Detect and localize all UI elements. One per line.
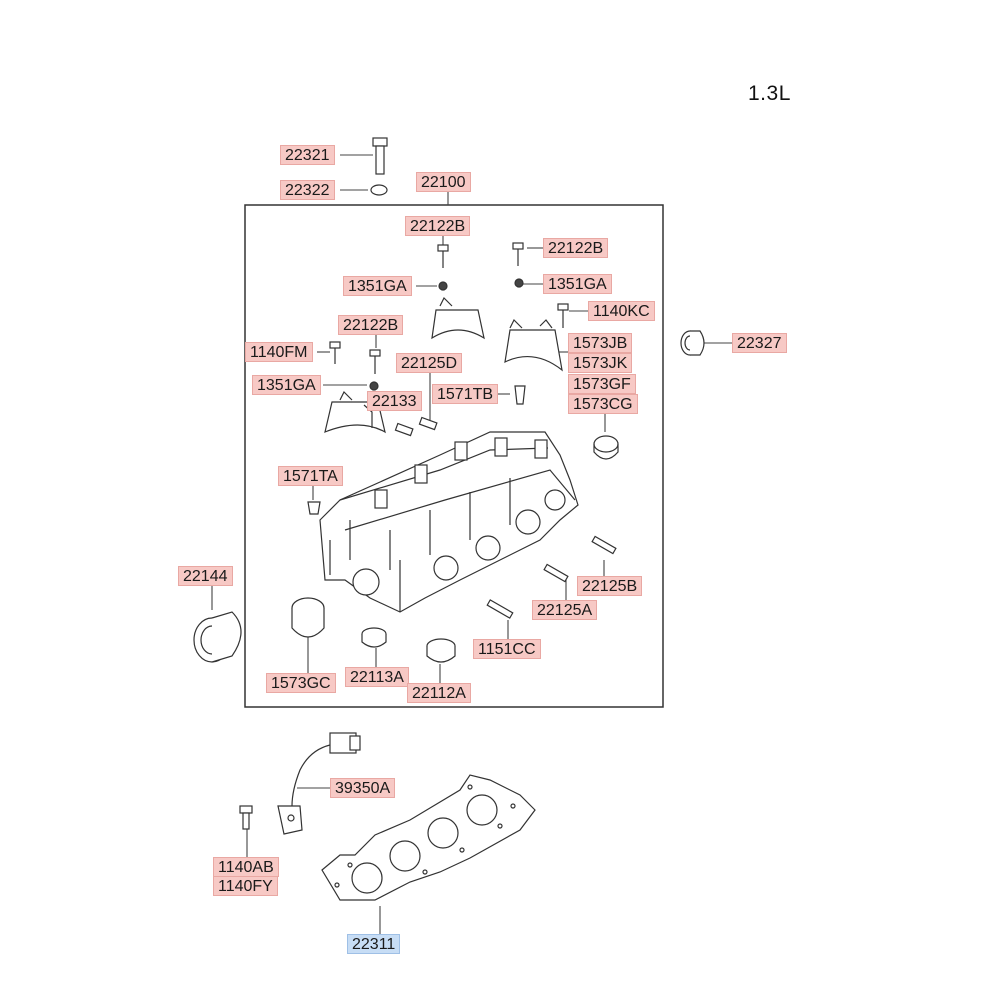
cam-cap-right-drawing — [504, 318, 563, 372]
part-tag-22125a[interactable]: 22125A — [532, 600, 598, 620]
seal-22112a-drawing — [426, 638, 456, 663]
dowel-pins-22125d-drawing — [394, 416, 438, 437]
part-tag-1351ga-lower[interactable]: 1351GA — [252, 375, 321, 395]
part-tag-22112a[interactable]: 22112A — [407, 683, 471, 703]
part-tag-1573cg[interactable]: 1573CG — [568, 394, 638, 414]
part-tag-1351ga-right[interactable]: 1351GA — [543, 274, 612, 294]
sensor-39350a-drawing — [277, 732, 361, 835]
part-tag-22322[interactable]: 22322 — [280, 180, 335, 200]
part-tag-1571tb[interactable]: 1571TB — [432, 384, 499, 404]
head-gasket-22311-drawing — [321, 774, 536, 901]
part-tag-22113a[interactable]: 22113A — [345, 667, 409, 687]
seal-1573gc-drawing — [291, 597, 325, 638]
cylinder-head-drawing — [319, 431, 579, 613]
part-tag-22144[interactable]: 22144 — [178, 566, 233, 586]
bolt-22122b-a-drawing — [437, 244, 449, 268]
part-tag-22327[interactable]: 22327 — [732, 333, 787, 353]
stud-22125b-drawing — [591, 535, 617, 555]
bolt-1140kc-drawing — [557, 303, 569, 328]
part-tag-22125d[interactable]: 22125D — [396, 353, 463, 373]
part-tag-1351ga-left[interactable]: 1351GA — [343, 276, 412, 296]
stud-22125a-drawing — [543, 563, 569, 583]
nut-1351ga-b-drawing — [514, 278, 524, 288]
part-tag-22100[interactable]: 22100 — [416, 172, 471, 192]
bolt-1140fm-drawing — [329, 341, 341, 364]
cam-cap-middle-drawing — [431, 296, 485, 340]
washer-22322-drawing — [370, 184, 388, 196]
part-tag-1573jb[interactable]: 1573JB — [568, 333, 633, 353]
seal-22144-drawing — [193, 611, 242, 663]
part-tag-22133[interactable]: 22133 — [367, 391, 422, 411]
part-tag-1140fm[interactable]: 1140FM — [245, 342, 313, 362]
part-tag-22311-highlighted[interactable]: 22311 — [347, 934, 401, 954]
cap-plug-1573-drawing — [593, 435, 619, 460]
part-tag-22122b-top[interactable]: 22122B — [405, 216, 471, 236]
plug-1571ta-drawing — [307, 501, 321, 515]
part-tag-22321[interactable]: 22321 — [280, 145, 335, 165]
part-tag-1573jk[interactable]: 1573JK — [568, 353, 633, 373]
bolt-22122b-b-drawing — [512, 242, 524, 266]
part-tag-1140fy[interactable]: 1140FY — [213, 876, 278, 896]
part-tag-22122b-right[interactable]: 22122B — [543, 238, 609, 258]
nut-1351ga-c-drawing — [369, 381, 379, 391]
part-tag-1140ab[interactable]: 1140AB — [213, 857, 279, 877]
assembly-frame — [244, 204, 664, 708]
part-tag-1140kc[interactable]: 1140KC — [588, 301, 655, 321]
nut-1351ga-a-drawing — [438, 281, 448, 291]
part-tag-1571ta[interactable]: 1571TA — [278, 466, 343, 486]
bolt-22321-drawing — [372, 137, 388, 175]
part-tag-1151cc[interactable]: 1151CC — [473, 639, 541, 659]
bolt-22122b-c-drawing — [369, 349, 381, 374]
seal-22113a-drawing — [361, 627, 387, 648]
part-tag-39350a[interactable]: 39350A — [330, 778, 396, 798]
plug-1571tb-drawing — [514, 385, 526, 405]
part-tag-1573gf[interactable]: 1573GF — [568, 374, 636, 394]
seal-22327-drawing — [680, 330, 705, 356]
stud-1151cc-drawing — [486, 599, 514, 619]
part-tag-1573gc[interactable]: 1573GC — [266, 673, 336, 693]
bolt-1140ab-drawing — [239, 805, 253, 830]
part-tag-22125b[interactable]: 22125B — [577, 576, 643, 596]
part-tag-22122b-mid[interactable]: 22122B — [338, 315, 404, 335]
engine-variant-label: 1.3L — [748, 82, 791, 105]
